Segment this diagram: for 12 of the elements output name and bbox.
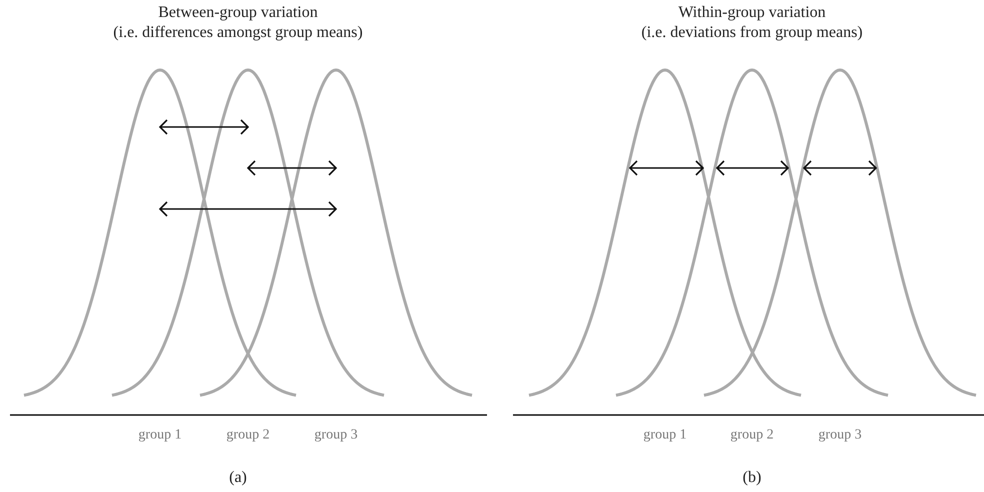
panel-title: (i.e. differences amongst group means) <box>113 24 363 42</box>
axis-tick-label: group 1 <box>138 427 182 443</box>
panel-title: (a) <box>229 469 247 487</box>
panel-title: (b) <box>742 469 762 487</box>
axis-tick-label: group 2 <box>730 427 774 443</box>
axis-tick-label: group 3 <box>314 427 358 443</box>
panel-title: (i.e. deviations from group means) <box>641 24 863 42</box>
axis-tick-label: group 3 <box>818 427 862 443</box>
axis-tick-label: group 2 <box>226 427 270 443</box>
axis-tick-label: group 1 <box>643 427 687 443</box>
panel-title: Within-group variation <box>678 4 826 22</box>
panel-title: Between-group variation <box>158 4 318 22</box>
